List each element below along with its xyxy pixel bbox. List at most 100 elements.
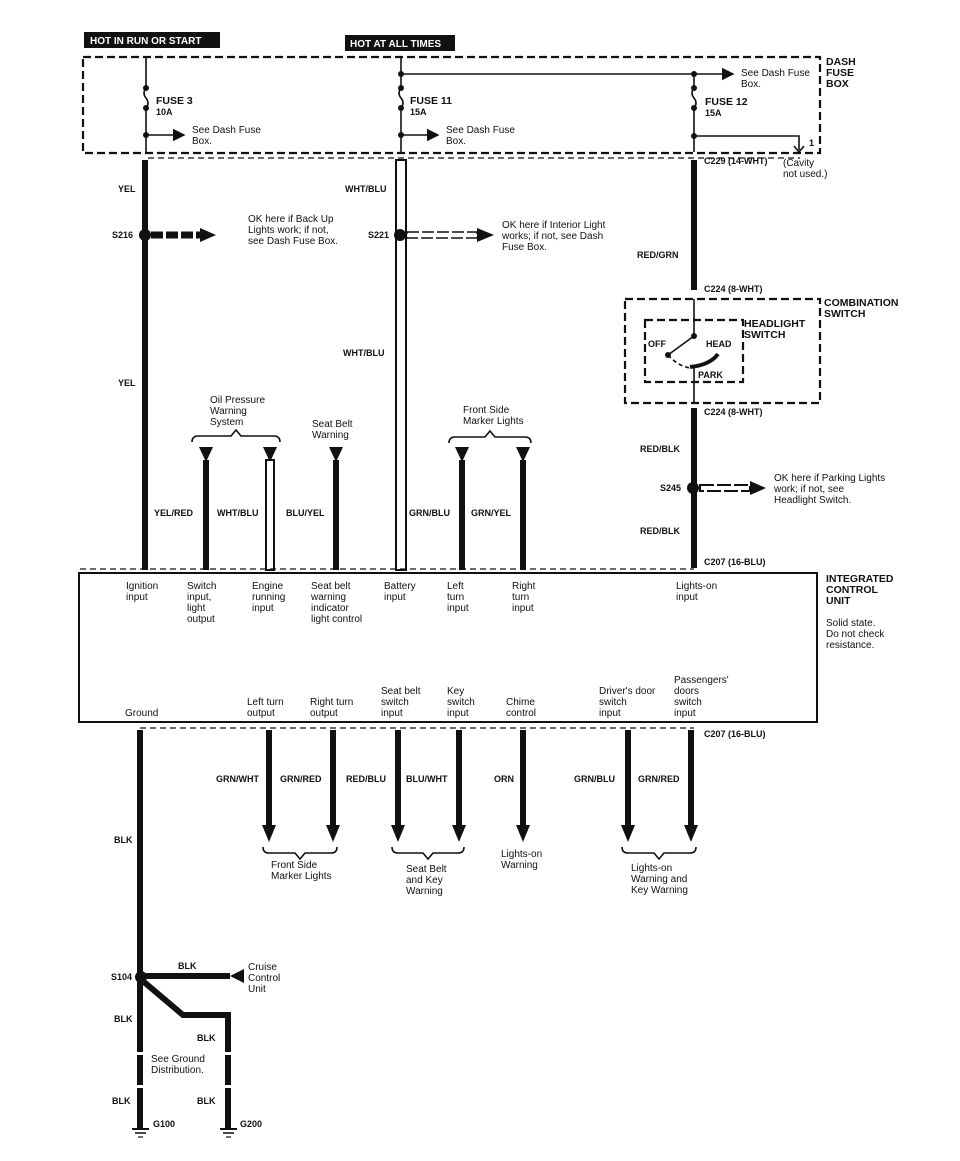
label-combination-switch-headlight-label-1: SWITCH	[744, 329, 785, 341]
label-icu-bottom-pins-4-2: input	[447, 708, 469, 719]
label-notes-s245-1: work; if not, see	[773, 484, 844, 495]
label-bottom-groups-lights-on-key-1: Warning and	[631, 874, 687, 885]
label-wires-red-blu: RED/BLU	[346, 774, 386, 784]
label-wires-grn-yel: GRN/YEL	[471, 508, 512, 518]
label-bottom-groups-lights-on-key-0: Lights-on	[631, 863, 672, 874]
label-top-groups-seat-belt-1: Warning	[312, 430, 349, 441]
label-wires-grn-blu-top: GRN/BLU	[409, 508, 450, 518]
label-dash-fuse-box-cavity-pin: 1	[809, 138, 814, 148]
splice-s216: S216	[112, 230, 133, 240]
fuse-3: FUSE 3 10A See Dash Fuse Box.	[143, 57, 261, 152]
label-wires-grn-red-1: GRN/RED	[280, 774, 322, 784]
label-wires-orn: ORN	[494, 774, 514, 784]
dash-fuse-box: DASH FUSE BOX	[81, 55, 856, 155]
label-dash-fuse-box-fuses-1-name: FUSE 11	[410, 95, 452, 107]
label-icu-bottom-pins-6-0: Driver's door	[599, 686, 656, 697]
label-icu-bottom-pins-3-2: input	[381, 708, 403, 719]
label-bottom-groups-seat-belt-key-1: and Key	[406, 875, 443, 886]
label-combination-switch-headlight-label-0: HEADLIGHT	[744, 318, 806, 330]
label-icu-bottom-pins-3-1: switch	[381, 697, 409, 708]
label-icu-bottom-pins-4-1: switch	[447, 697, 475, 708]
label-dash-fuse-box-label-0: DASH	[826, 56, 856, 68]
connector-c207-bottom: C207 (16-BLU)	[704, 729, 766, 739]
label-wires-blk-left-2: BLK	[112, 1096, 131, 1106]
label-wires-red-blk-2: RED/BLK	[640, 526, 680, 536]
label-icu-bottom-pins-4-0: Key	[447, 686, 464, 697]
label-cruise-1: Control	[248, 973, 280, 984]
ground-g100-icon: G100	[132, 1119, 175, 1138]
label-wires-blk-cruise: BLK	[178, 961, 197, 971]
label-icu-top-pins-6-0: Right	[512, 581, 536, 592]
group-lights-on-key: Lights-on Warning and Key Warning	[621, 846, 697, 896]
label-combination-switch-label-1: SWITCH	[824, 308, 865, 320]
label-dash-fuse-box-fuses-1-rating: 15A	[410, 107, 427, 117]
label-icu-top-pins-1-3: output	[187, 614, 215, 625]
label-icu-top-pins-7-0: Lights-on	[676, 581, 717, 592]
connector-c229: C229 (14-WHT)	[704, 156, 768, 166]
ground-g200-icon: G200	[220, 1119, 262, 1138]
label-bottom-groups-front-side-marker-1: Marker Lights	[271, 871, 332, 882]
label-icu-bottom-pins-0-0: Ground	[125, 708, 158, 719]
label-dash-fuse-box-cavity-note-0: (Cavity	[783, 158, 814, 169]
label-grounds-g200: G200	[240, 1119, 262, 1129]
label-bottom-groups-front-side-marker-0: Front Side	[271, 860, 318, 871]
label-combination-switch-positions-head: HEAD	[706, 339, 732, 349]
label-icu-bottom-pins-6-2: input	[599, 708, 621, 719]
group-lights-on: Lights-on Warning	[501, 849, 542, 871]
label-icu-bottom-pins-2-0: Right turn	[310, 697, 353, 708]
group-oil-pressure: Oil Pressure Warning System	[191, 395, 281, 443]
combination-switch: COMBINATION SWITCH HEADLIGHT SWITCH OFF …	[623, 297, 898, 405]
label-notes-s245-0: OK here if Parking Lights	[774, 473, 885, 484]
label-dash-fuse-box-fuses-0-note-0: See Dash Fuse	[192, 125, 261, 136]
label-wires-wht-blu-1: WHT/BLU	[345, 184, 387, 194]
label-bottom-groups-lights-on-key-2: Key Warning	[631, 885, 688, 896]
label-dash-fuse-box-fuses-1-note-1: Box.	[446, 136, 466, 147]
label-notes-s221-1: works; if not, see Dash	[501, 231, 603, 242]
label-notes-s216-0: OK here if Back Up	[248, 214, 334, 225]
label-dash-fuse-box-label-1: FUSE	[826, 67, 854, 79]
label-wires-wht-blu-3: WHT/BLU	[217, 508, 259, 518]
label-notes-ground-1: Distribution.	[151, 1065, 204, 1076]
label-grounds-g100: G100	[153, 1119, 175, 1129]
label-combination-switch-positions-park: PARK	[698, 370, 723, 380]
icu-bottom-pins: Ground Left turn output Right turn outpu…	[125, 675, 729, 719]
label-wires-wht-blu-2: WHT/BLU	[343, 348, 385, 358]
wire-red-grn: RED/GRN C224 (8-WHT)	[637, 160, 763, 294]
label-dash-fuse-box-fuses-0-name: FUSE 3	[156, 95, 193, 107]
label-wires-blu-yel: BLU/YEL	[286, 508, 325, 518]
icu-top-pins: Ignition input Switch input, light outpu…	[126, 581, 717, 625]
label-icu-top-pins-3-0: Seat belt	[311, 581, 351, 592]
label-notes-s216-2: see Dash Fuse Box.	[248, 236, 338, 247]
label-icu-bottom-pins-5-1: control	[506, 708, 536, 719]
label-top-groups-oil-pressure-2: System	[210, 417, 243, 428]
label-wires-blk-right-2: BLK	[197, 1096, 216, 1106]
label-icu-top-pins-4-0: Battery	[384, 581, 416, 592]
label-icu-bottom-pins-7-0: Passengers'	[674, 675, 729, 686]
label-bottom-groups-lights-on-0: Lights-on	[501, 849, 542, 860]
label-dash-fuse-box-cavity-note-1: not used.)	[783, 169, 827, 180]
label-icu-top-pins-0-0: Ignition	[126, 581, 158, 592]
label-top-groups-oil-pressure-0: Oil Pressure	[210, 395, 265, 406]
label-icu-bottom-pins-7-1: doors	[674, 686, 699, 697]
label-wires-blk-main: BLK	[114, 835, 133, 845]
label-bottom-groups-lights-on-1: Warning	[501, 860, 538, 871]
label-cruise-2: Unit	[248, 984, 266, 995]
ground-wiring: BLK S104 BLK Cruise Control Unit BLK BLK…	[111, 730, 280, 1128]
label-wires-grn-blu-bottom: GRN/BLU	[574, 774, 615, 784]
label-notes-s245-2: Headlight Switch.	[774, 495, 851, 506]
label-notes-s221-2: Fuse Box.	[502, 242, 547, 253]
label-top-groups-front-side-marker-0: Front Side	[463, 405, 510, 416]
label-icu-top-pins-6-1: turn	[512, 592, 529, 603]
fuse-11: FUSE 11 15A See Dash Fuse Box.	[398, 57, 735, 152]
label-wires-red-grn: RED/GRN	[637, 250, 679, 260]
connector-c224-top: C224 (8-WHT)	[704, 284, 763, 294]
splice-s245: S245	[660, 483, 681, 493]
label-icu-bottom-pins-3-0: Seat belt	[381, 686, 421, 697]
header-hot-run-start: HOT IN RUN OR START	[84, 32, 220, 48]
label-wires-yel-1: YEL	[118, 184, 136, 194]
group-front-side-marker-bottom: Front Side Marker Lights	[262, 846, 338, 882]
label-icu-bottom-pins-7-2: switch	[674, 697, 702, 708]
label-icu-top-pins-1-2: light	[187, 603, 206, 614]
label-icu-bottom-pins-1-1: output	[247, 708, 275, 719]
